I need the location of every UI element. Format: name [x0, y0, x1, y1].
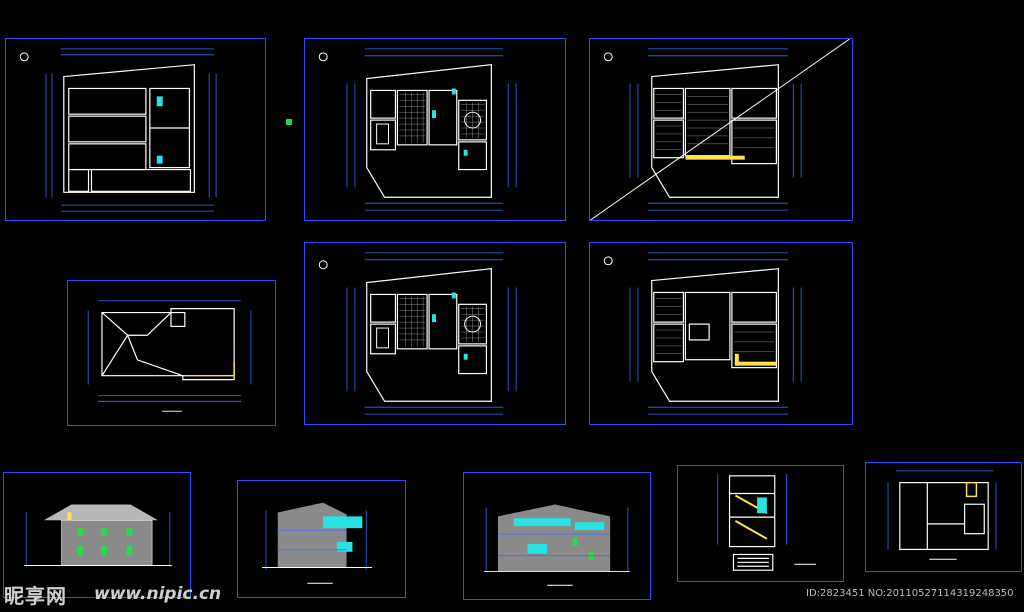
watermark-site-cn: 昵享网 [4, 584, 67, 608]
plan-stair-detail-drawing [887, 470, 997, 560]
sheet-plan-first [304, 38, 566, 221]
plan-first-drawing [318, 48, 517, 211]
green-marker [286, 119, 292, 125]
plan-roof-drawing [87, 300, 252, 412]
section-stair-drawing [717, 473, 817, 571]
elevation-side-drawing [262, 502, 373, 584]
sheet-section-stair [677, 465, 844, 582]
sheet-plan-stair-detail [865, 462, 1022, 572]
sheet-elevation-side [237, 480, 406, 598]
watermark-site-url: www.nipic.cn [94, 584, 222, 604]
plan-first-alt-drawing [318, 252, 517, 415]
sheet-plan-second-alt [589, 242, 853, 425]
plan-second-alt-drawing [603, 252, 802, 415]
sheet-elevation-rear [463, 472, 651, 600]
sheet-plan-site [5, 38, 266, 221]
sheet-plan-second [589, 38, 853, 221]
watermark-id: ID:2823451 NO:20110527114319248350 [806, 588, 1014, 599]
sheet-plan-roof [67, 280, 276, 426]
sheet-elevation-front [3, 472, 191, 598]
sheet-plan-first-alt [304, 242, 566, 425]
elevation-front-drawing [24, 504, 172, 567]
plan-site-drawing [19, 48, 217, 212]
elevation-rear-drawing [484, 504, 630, 586]
plan-second-drawing [590, 39, 850, 220]
